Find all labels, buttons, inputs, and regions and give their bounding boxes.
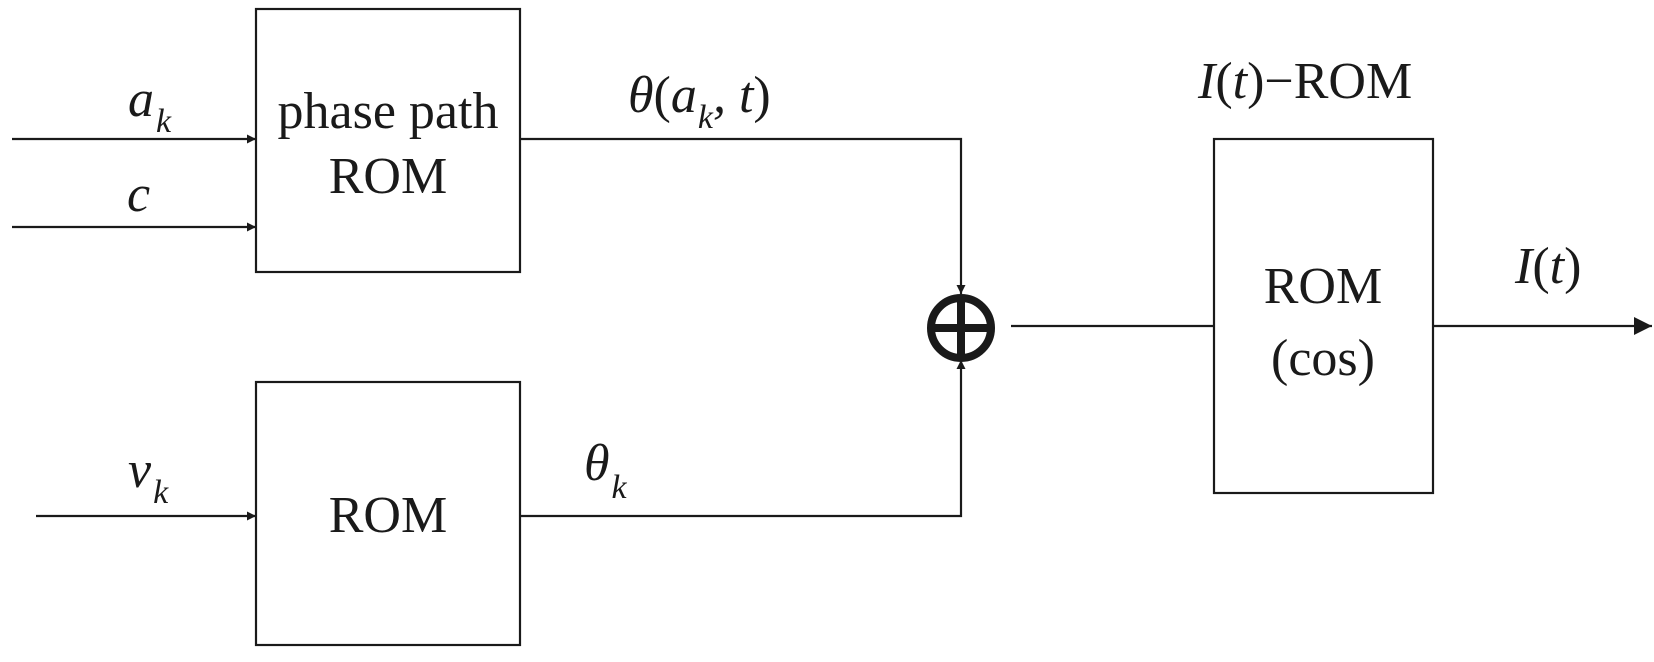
input-ak-label: ak	[128, 71, 172, 140]
phase-path-rom-label-line1: phase path	[278, 83, 499, 140]
cos-rom-title-var: t	[1233, 53, 1249, 110]
cos-rom-title-rest: )−ROM	[1247, 53, 1412, 110]
theta-k-sub: k	[612, 469, 628, 506]
theta-k-wire	[520, 360, 966, 518]
theta-ak-t-a: a	[671, 67, 697, 124]
output-fn: I	[1514, 238, 1535, 295]
cos-rom-label-line1: ROM	[1264, 258, 1382, 315]
input-ak-sub: k	[156, 103, 172, 140]
input-vk-base: v	[128, 442, 152, 499]
theta-ak-t-comma-t: , t	[713, 67, 755, 124]
adder-circle-plus-icon	[927, 294, 995, 362]
input-vk-label: vk	[128, 442, 169, 511]
cos-rom-title: I(t)−ROM	[1197, 53, 1412, 110]
theta-ak-t-open: (	[654, 67, 671, 124]
output-label: I(t)	[1514, 238, 1581, 295]
cos-rom-block	[1212, 137, 1435, 495]
theta-ak-t-close: )	[753, 67, 770, 124]
theta-ak-t-theta: θ	[628, 67, 654, 124]
output-open: (	[1532, 238, 1549, 295]
output-var: t	[1550, 238, 1566, 295]
cos-rom-title-paren: (	[1215, 53, 1232, 110]
input-ak-base: a	[128, 71, 154, 128]
theta-k-label: θk	[584, 435, 628, 506]
rom-block-label: ROM	[329, 487, 447, 544]
theta-ak-t-label: θ(ak, t)	[628, 67, 771, 136]
theta-ak-t-sub: k	[698, 99, 714, 136]
cos-rom-title-fn: I	[1197, 53, 1218, 110]
phase-path-rom-label-line2: ROM	[329, 148, 447, 205]
output-close: )	[1564, 238, 1581, 295]
theta-ak-t-wire	[520, 137, 966, 294]
rom-block	[254, 380, 522, 647]
phase-path-rom-block	[254, 7, 522, 274]
theta-k-base: θ	[584, 435, 610, 492]
cos-rom-label-line2: (cos)	[1271, 330, 1375, 387]
input-c-label: c	[127, 166, 150, 223]
input-vk-sub: k	[153, 474, 169, 511]
